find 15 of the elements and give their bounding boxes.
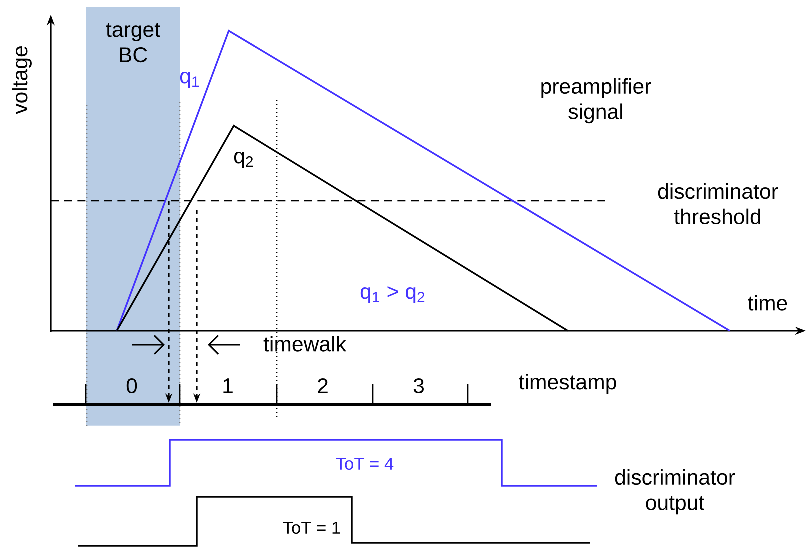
- tick-label: 1: [224, 378, 233, 394]
- signal-label: ToT = 1: [283, 522, 340, 534]
- signal-label: discriminator output: [615, 469, 736, 515]
- line-label: discriminator threshold: [658, 184, 778, 224]
- measure-label: timewalk: [264, 336, 346, 352]
- axis-label: voltage: [12, 46, 32, 114]
- tick-label: 2: [318, 378, 328, 394]
- tick-label: 3: [414, 378, 424, 394]
- axis-label: timestamp: [519, 374, 616, 394]
- relation-label: q$_{1}$ > q$_{2}$: [360, 286, 425, 304]
- curve-label: preamplifier signal: [542, 78, 652, 124]
- curve-label: q$_{2}$: [234, 152, 253, 168]
- signal-label: ToT = 4: [336, 458, 394, 470]
- axis-label: time: [748, 295, 788, 311]
- tick-label: 0: [126, 378, 138, 394]
